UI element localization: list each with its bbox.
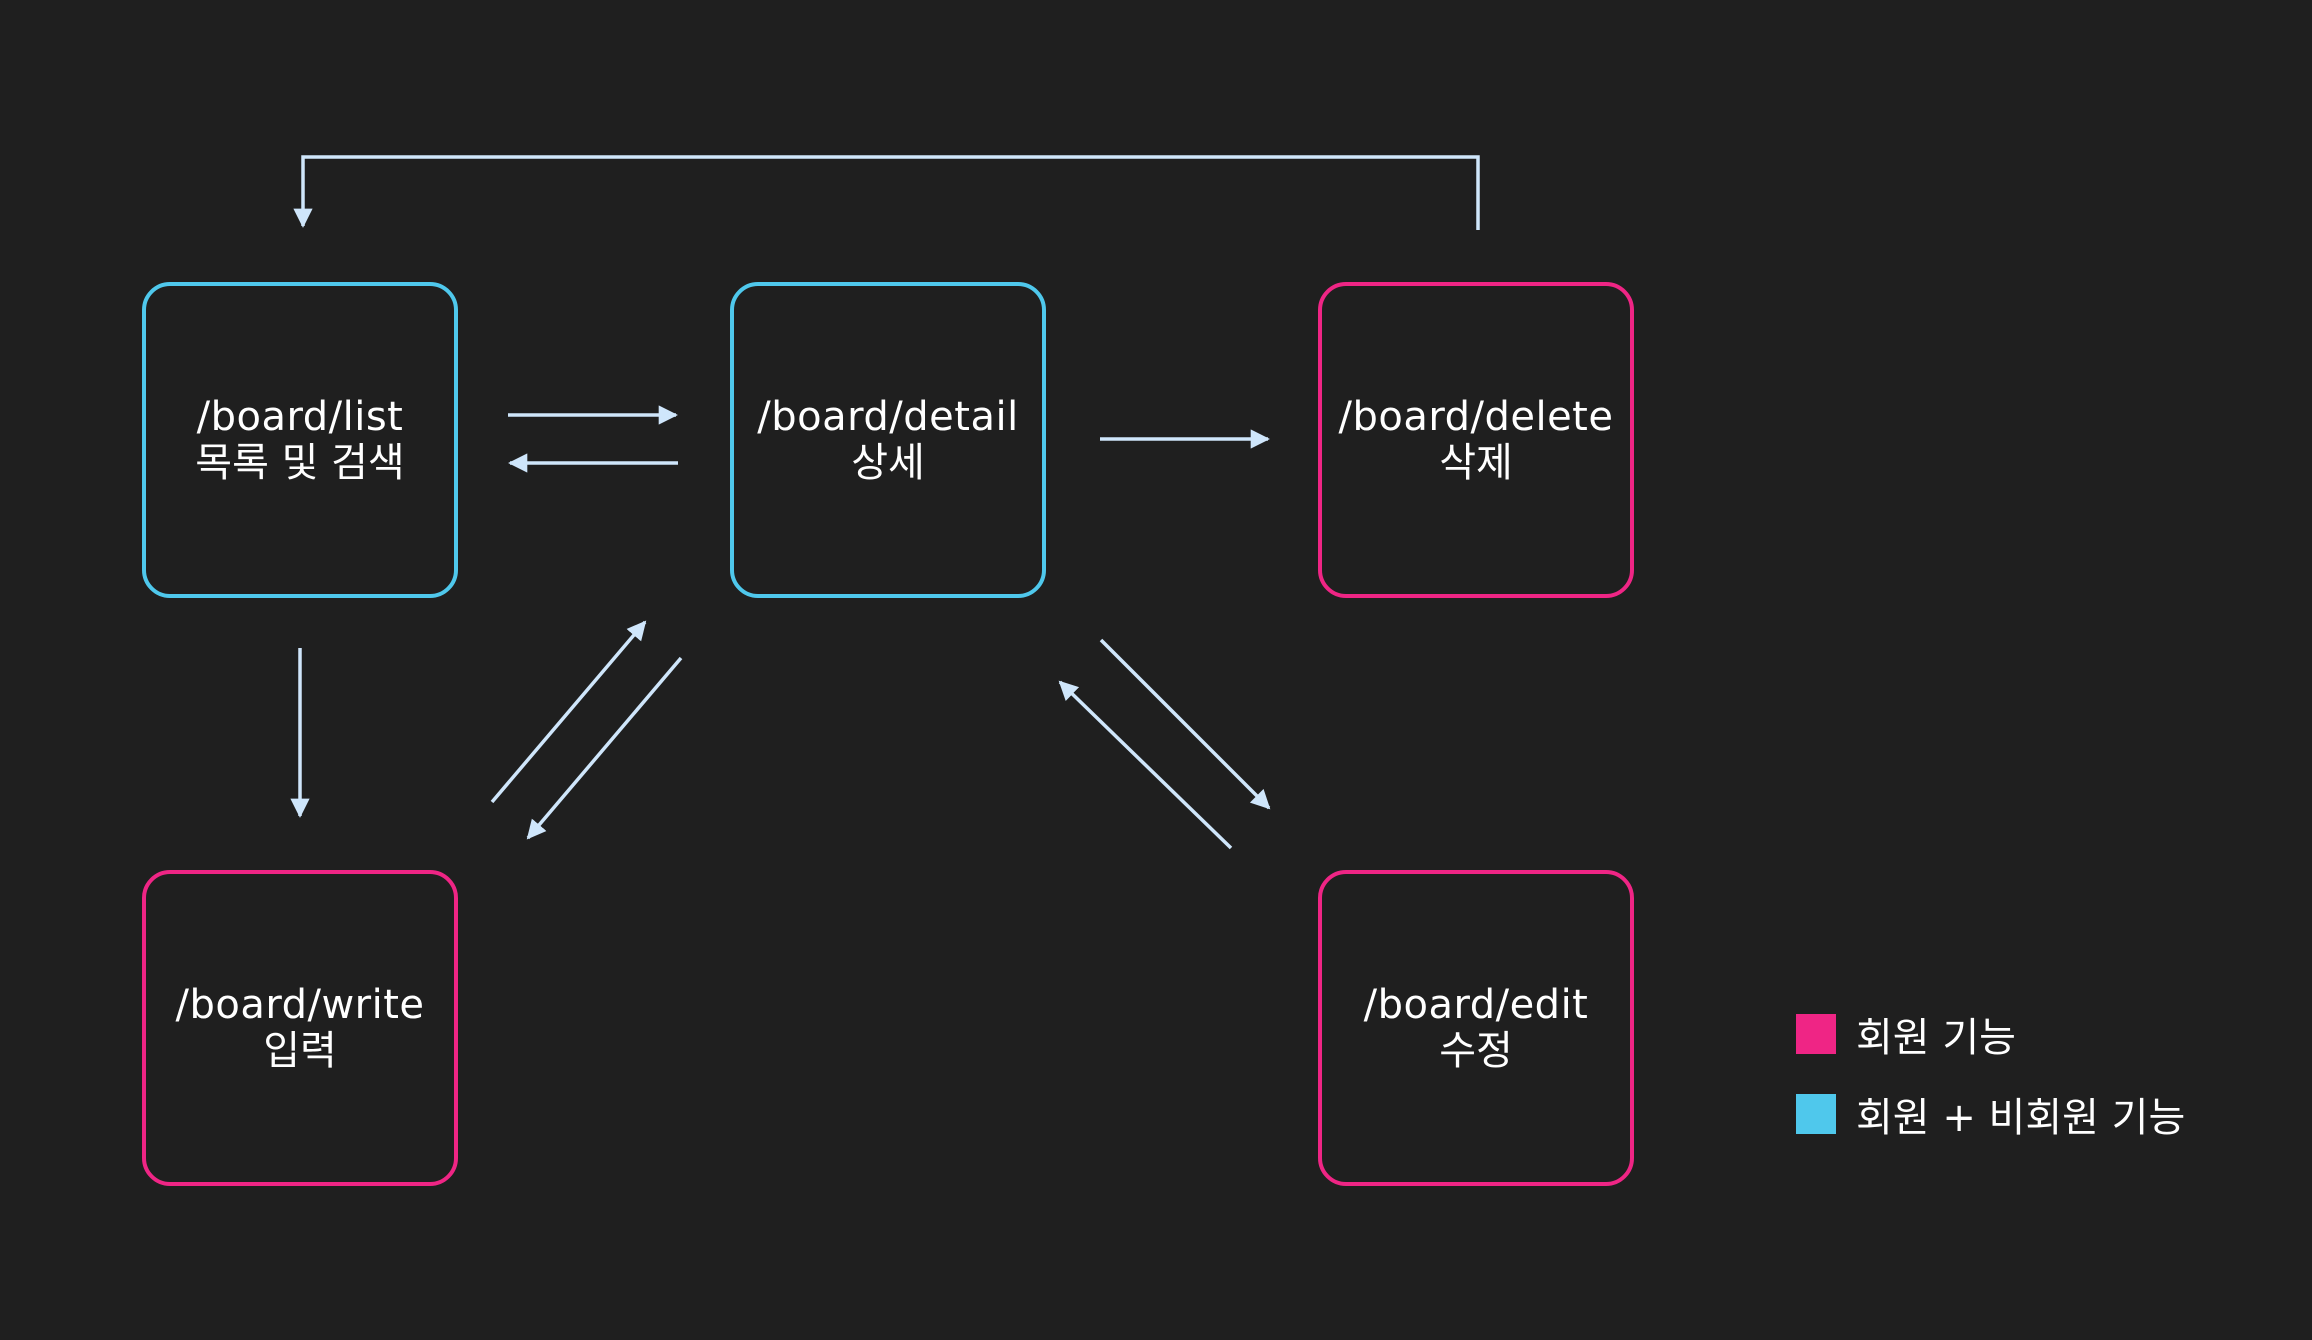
node-desc: 수정 xyxy=(1439,1028,1513,1074)
legend: 회원 기능 회원 + 비회원 기능 xyxy=(1796,1012,2185,1172)
node-board-write: /board/write 입력 xyxy=(142,870,458,1186)
legend-item-member-and-guest: 회원 + 비회원 기능 xyxy=(1796,1092,2185,1141)
arrow-detail-to-edit xyxy=(1099,638,1271,810)
arrow-edit-to-detail xyxy=(1058,680,1233,850)
arrow-delete-to-list xyxy=(293,155,1480,230)
node-path: /board/write xyxy=(175,982,425,1028)
node-desc: 입력 xyxy=(263,1028,337,1074)
node-desc: 삭제 xyxy=(1439,440,1513,486)
node-desc: 상세 xyxy=(851,440,925,486)
node-path: /board/list xyxy=(196,394,404,440)
node-board-detail: /board/detail 상세 xyxy=(730,282,1046,598)
node-path: /board/detail xyxy=(757,394,1019,440)
legend-label: 회원 + 비회원 기능 xyxy=(1856,1095,2186,1141)
node-board-edit: /board/edit 수정 xyxy=(1318,870,1634,1186)
node-board-delete: /board/delete 삭제 xyxy=(1318,282,1634,598)
arrow-detail-to-write xyxy=(526,656,683,840)
node-path: /board/edit xyxy=(1363,982,1589,1028)
legend-label: 회원 기능 xyxy=(1856,1015,2016,1061)
node-board-list: /board/list 목록 및 검색 xyxy=(142,282,458,598)
arrow-write-to-detail xyxy=(490,620,647,804)
node-desc: 목록 및 검색 xyxy=(195,440,405,486)
legend-item-member: 회원 기능 xyxy=(1796,1012,2185,1061)
member-and-guest-color-swatch xyxy=(1796,1094,1836,1134)
node-path: /board/delete xyxy=(1338,394,1614,440)
member-color-swatch xyxy=(1796,1014,1836,1054)
